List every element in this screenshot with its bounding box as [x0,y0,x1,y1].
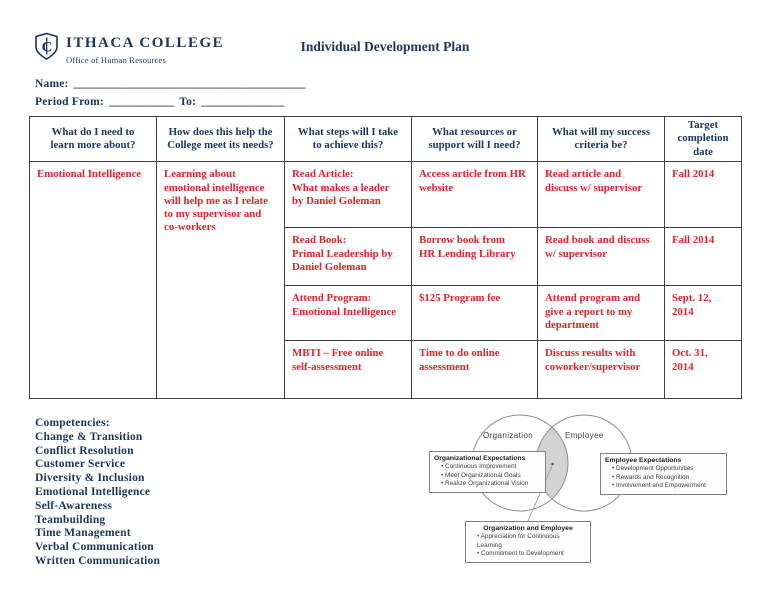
list-item: Customer Service [35,458,126,471]
venn-overlap-dot [551,462,554,466]
list-item: Written Communication [35,554,161,567]
organizational-expectations-box: Organizational Expectations Continuous I… [429,451,546,493]
cell-success: Discuss results with coworker/supervisor [537,340,665,400]
table-row: Attend Program: Emotional Intelligence $… [30,285,742,342]
name-field-line: Name: __________________________________… [35,78,306,90]
ithaca-college-shield-icon: C [35,32,58,60]
period-from-blank-line: ___________ [109,96,175,108]
col-header-target-date: Target completion date [664,115,742,163]
cell-target: Sept. 12, 2014 [664,285,742,342]
box-title: Employee Expectations [605,457,682,464]
list-item: Realize Organizational Vision [441,480,541,489]
cell-success: Attend program and give a report to my d… [537,285,665,342]
employee-circle-label: Employee [565,431,604,440]
col-header-learn: What do I need to learn more about? [29,115,157,163]
table-row: MBTI – Free online self-assessment Time … [30,340,742,400]
cell-steps: Read Article: What makes a leader by Dan… [284,161,412,229]
box-title: Organization and Employee [483,525,573,532]
organization-circle-label: Organization [483,431,534,440]
cell-steps: Attend Program: Emotional Intelligence [284,285,412,342]
name-blank-line: _______________________________________ [73,78,306,90]
list-item: Conflict Resolution [35,444,134,457]
cell-target: Oct. 31, 2014 [664,340,742,400]
venn-overlap-region [536,415,568,511]
cell-target: Fall 2014 [664,227,742,287]
list-item: Verbal Communication [35,541,154,554]
cell-resources: Access article from HR website [411,161,538,229]
list-item: Development Opportunities [612,465,722,474]
cell-resources: $125 Program fee [411,285,538,342]
list-item: Emotional Intelligence [35,485,151,498]
col-header-steps: What steps will I take to achieve this? [284,115,412,163]
to-blank-line: ______________ [201,96,285,108]
list-item: Appreciation for Continuous Learning [477,533,586,550]
table-row: Read Book: Primal Leadership by Daniel G… [30,227,742,287]
list-item: Diversity & Inclusion [35,472,145,485]
list-item: Teambuilding [35,513,106,526]
expectations-venn-diagram: Organization Employee Organizational Exp… [425,400,755,570]
list-item: Time Management [35,527,131,540]
office-name: Office of Human Resources [66,55,166,65]
cell-steps: MBTI – Free online self-assessment [284,340,412,400]
college-name: ITHACA COLLEGE [66,35,225,51]
list-item: Rewards and Recognition [612,474,722,483]
cell-college-benefit: Learning about emotional intelligence wi… [156,161,285,400]
period-field-line: Period From: ___________ To: ___________… [35,96,285,108]
venn-connector-line [527,465,553,522]
box-title: Organizational Expectations [434,455,526,462]
table-row: Emotional Intelligence Learning about em… [29,161,742,400]
cell-success: Read article and discuss w/ supervisor [537,161,665,229]
logo: C ITHACA COLLEGE Office of Human Resourc… [34,32,224,65]
list-item: Meet Organizational Goals [441,472,541,481]
employee-expectations-box: Employee Expectations Development Opport… [600,453,727,495]
col-header-resources: What resources or support will I need? [411,115,538,163]
col-header-college-needs: How does this help the College meet its … [156,115,285,163]
to-label: To: [179,96,197,108]
organization-and-employee-box: Organization and Employee Appreciation f… [465,521,591,563]
cell-resources: Time to do online assessment [411,340,538,400]
list-item: Continuous Improvement [441,463,541,472]
cell-success: Read book and discuss w/ supervisor [537,227,665,287]
list-item: Commitment to Development [477,550,586,559]
competencies-label: Competencies: [35,417,110,429]
page-title: Individual Development Plan [300,39,470,54]
cell-steps: Read Book: Primal Leadership by Daniel G… [284,227,412,287]
list-item: Involvement and Empowerment [612,482,722,491]
cell-learn-about: Emotional Intelligence [29,161,157,400]
period-from-label: Period From: [35,96,104,108]
competencies-list: Competencies: Change & Transition Confli… [35,417,160,569]
list-item: Change & Transition [35,430,143,443]
name-label: Name: [35,78,69,90]
table-header-row: What do I need to learn more about? How … [29,115,742,163]
development-plan-table: What do I need to learn more about? How … [29,115,742,400]
list-item: Self-Awareness [35,499,113,512]
cell-resources: Borrow book from HR Lending Library [411,227,538,287]
col-header-success: What will my success criteria be? [537,115,665,163]
cell-target: Fall 2014 [664,161,742,229]
